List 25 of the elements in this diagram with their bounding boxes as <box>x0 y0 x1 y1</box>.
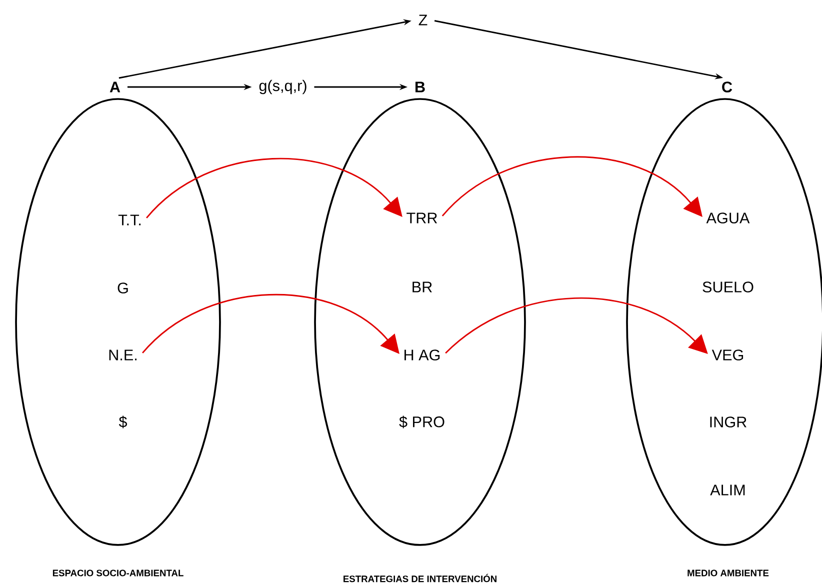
function-label: Z <box>418 14 428 26</box>
function-label: g(s,q,r) <box>259 80 306 94</box>
element-label: T.T. <box>118 214 141 226</box>
element-label: $ PRO <box>399 416 444 428</box>
element-label: N.E. <box>109 350 137 360</box>
element-label: VEG <box>712 350 744 360</box>
element-label: G <box>118 282 128 294</box>
ellipse-outline <box>626 98 822 546</box>
element-label: BR <box>412 282 432 292</box>
element-label: TRR <box>406 212 438 224</box>
element-label: SUELO <box>702 282 754 292</box>
set-letter: B <box>416 82 425 92</box>
element-label: $ <box>118 416 128 428</box>
caption-text: ESPACIO SOCIO-AMBIENTAL <box>52 570 184 576</box>
ellipse-outline <box>15 98 221 546</box>
element-label: ALIM <box>710 484 745 496</box>
element-label: INGR <box>710 416 746 428</box>
ellipse-outline <box>314 98 526 546</box>
element-label: H AG <box>404 350 440 360</box>
caption-text: MEDIO AMBIENTE <box>688 570 769 576</box>
caption-text: ESTRATEGIAS DE INTERVENCIÓN <box>344 574 496 582</box>
set-letter: C <box>722 82 732 92</box>
set-letter: A <box>110 82 120 92</box>
element-label: AGUA <box>706 212 750 224</box>
arrow <box>146 158 402 218</box>
